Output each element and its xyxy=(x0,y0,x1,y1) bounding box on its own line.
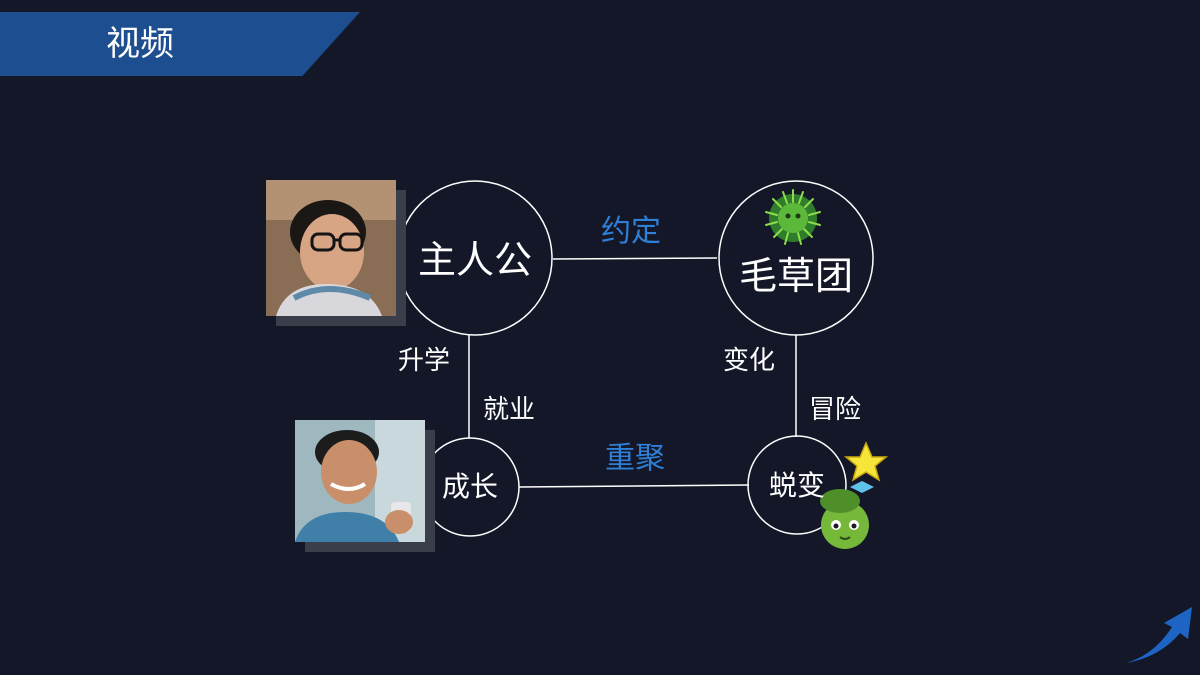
title-banner xyxy=(0,12,360,76)
node-circle-grass-ball xyxy=(718,180,874,336)
edge-label-reunion: 重聚 xyxy=(605,441,665,476)
photo-protagonist-young xyxy=(266,180,396,316)
edge-label-promise: 约定 xyxy=(601,214,661,249)
portrait-young-man-glasses xyxy=(266,180,396,316)
creature-icon xyxy=(820,441,889,549)
photo-protagonist-adult xyxy=(295,420,425,542)
edge-label-change: 变化 xyxy=(723,346,776,376)
node-circle-metamorphosis xyxy=(747,435,847,535)
edge-line-bottom xyxy=(518,484,750,488)
node-metamorphosis: 蜕变 xyxy=(768,469,825,502)
arrow-logo-icon xyxy=(1126,607,1192,663)
edge-label-adventure: 冒险 xyxy=(809,395,862,425)
node-growth: 成长 xyxy=(441,470,498,503)
node-grass-ball: 毛草团 xyxy=(738,254,853,298)
node-protagonist: 主人公 xyxy=(417,238,532,282)
edge-line-top xyxy=(552,257,718,260)
page-title: 视频 xyxy=(106,24,174,64)
grass-ball-icon xyxy=(765,189,821,245)
edge-label-employment: 就业 xyxy=(483,395,536,425)
portrait-young-man-phone xyxy=(295,420,425,542)
edge-label-further-study: 升学 xyxy=(398,346,451,376)
